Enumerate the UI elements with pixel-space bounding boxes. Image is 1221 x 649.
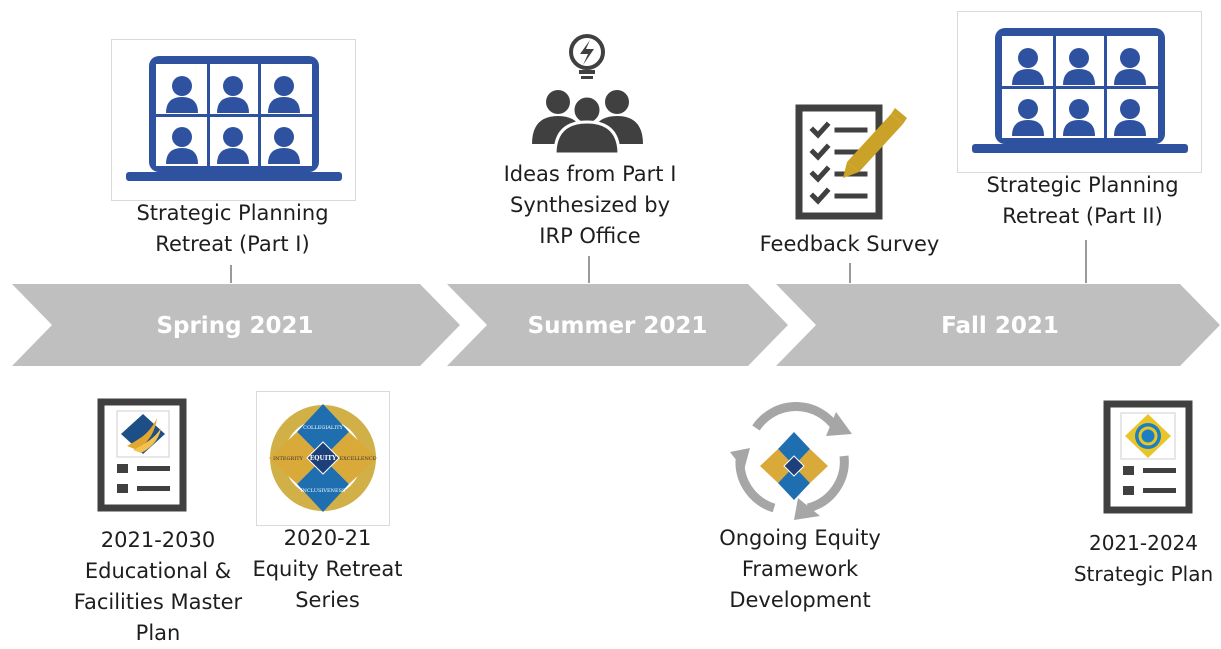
strategic-plan-label: 2021-2024 Strategic Plan xyxy=(1073,531,1214,586)
ideas-people-icon xyxy=(532,34,643,154)
phase-label-summer: Summer 2021 xyxy=(527,313,708,339)
connector-retreat1 xyxy=(230,265,232,283)
equity-label: 2020-21 Equity Retreat Series xyxy=(252,526,403,612)
timeline-band xyxy=(12,284,1220,366)
connector-ideas xyxy=(588,256,590,283)
lightbulb-icon xyxy=(569,34,605,79)
connector-retreat2 xyxy=(1085,240,1087,283)
emblem-right-text: EXCELLENCE xyxy=(340,456,377,462)
equity-framework-emblem-small xyxy=(760,432,828,500)
emblem-bottom-text: INCLUSIVENESS xyxy=(301,488,346,494)
emblem-top-text: COLLEGIALITY xyxy=(303,425,343,431)
efmp-label: 2021-2030 Educational & Facilities Maste… xyxy=(73,528,243,645)
cycle-arrows-icon xyxy=(735,402,849,513)
framework-label: Ongoing Equity Framework Development xyxy=(719,526,881,612)
phase-chevron-fall xyxy=(776,284,1220,366)
retreat2-image xyxy=(957,11,1202,173)
strategic-plan-document-icon xyxy=(1103,400,1193,514)
efmp-document-icon xyxy=(97,398,187,512)
people-group-icon xyxy=(532,90,643,154)
survey-checklist-icon xyxy=(795,104,907,220)
emblem-left-text: INTEGRITY xyxy=(273,456,303,462)
laptop-video-call-icon xyxy=(126,56,342,181)
laptop-video-call-icon xyxy=(972,28,1188,153)
strategic-plan-logo-icon xyxy=(1125,414,1171,458)
retreat1-label: Strategic Planning Retreat (Part I) xyxy=(136,201,329,256)
connector-survey xyxy=(849,263,851,283)
phase-label-spring: Spring 2021 xyxy=(156,313,314,339)
retreat1-image xyxy=(111,39,356,201)
phase-chevron-spring xyxy=(12,284,460,366)
phase-label-fall: Fall 2021 xyxy=(941,313,1059,339)
college-logo-icon xyxy=(121,414,165,454)
pencil-icon xyxy=(843,108,907,178)
emblem-center-text: EQUITY xyxy=(310,455,337,462)
retreat2-label: Strategic Planning Retreat (Part II) xyxy=(986,173,1179,228)
framework-cycle-icon xyxy=(730,402,852,520)
equity-framework-emblem: COLLEGIALITY INTEGRITY EQUITY EXCELLENCE… xyxy=(269,404,377,512)
survey-label: Feedback Survey xyxy=(759,232,940,256)
equity-emblem-image: COLLEGIALITY INTEGRITY EQUITY EXCELLENCE… xyxy=(256,391,390,526)
phase-chevron-summer xyxy=(447,284,788,366)
ideas-label: Ideas from Part I Synthesized by IRP Off… xyxy=(503,162,677,248)
